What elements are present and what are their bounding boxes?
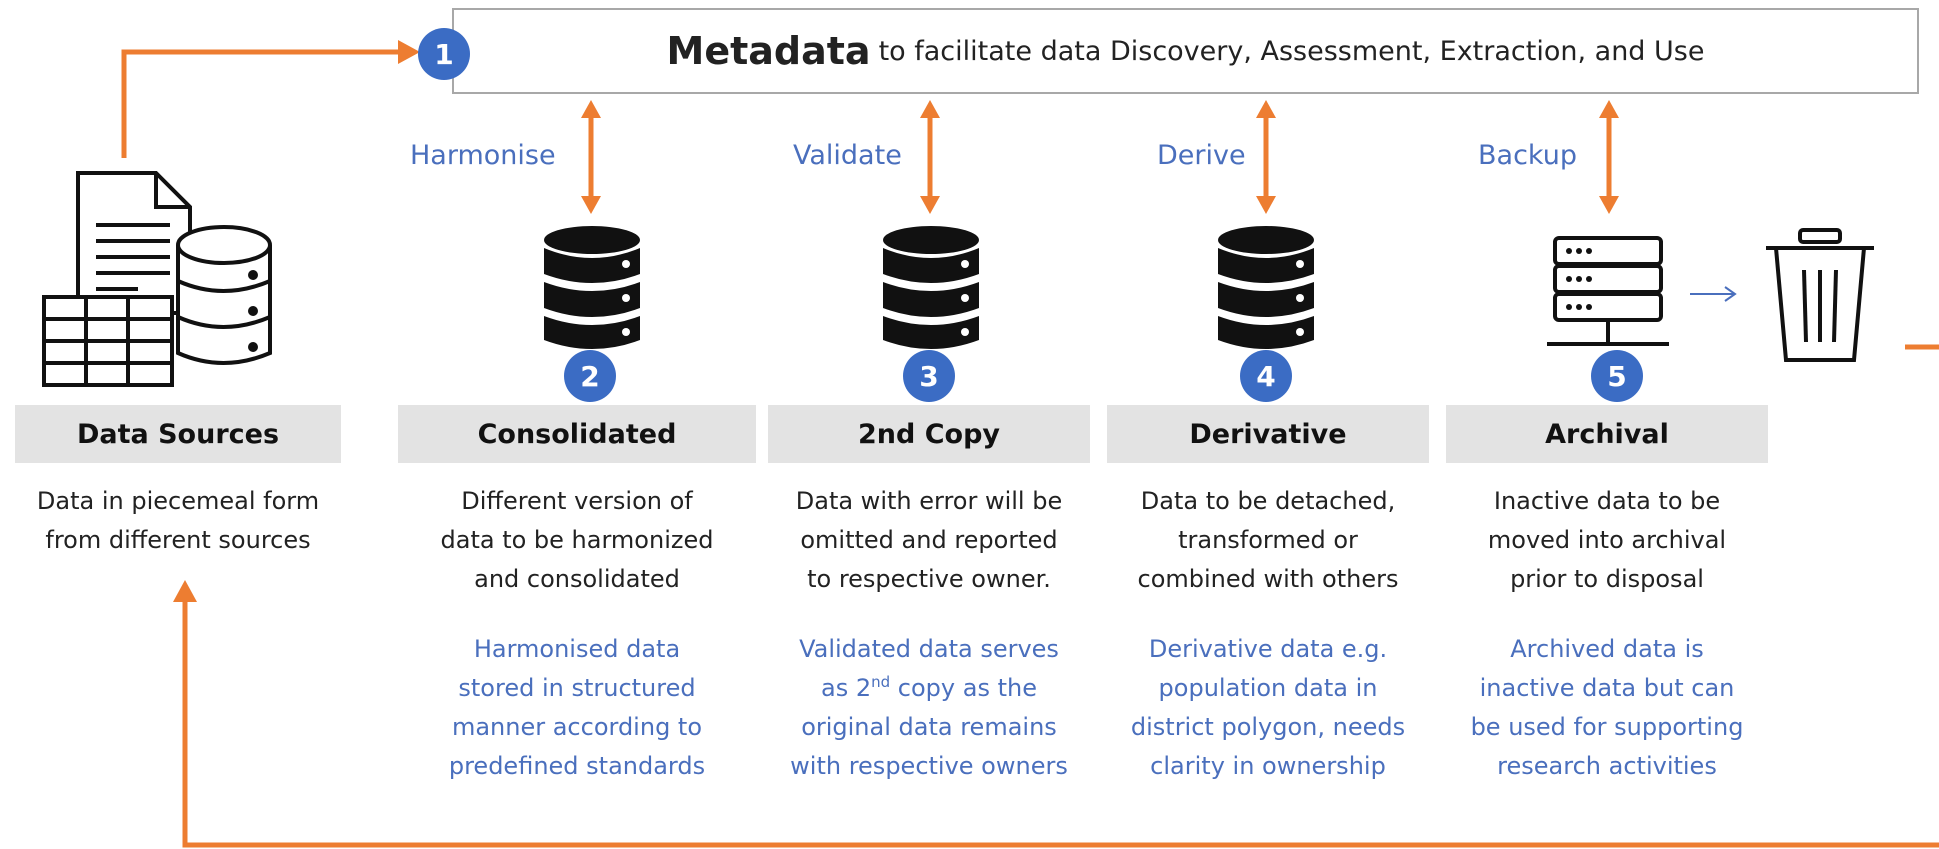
double-arrow-backup xyxy=(1599,100,1619,214)
sources-to-metadata-arrowhead xyxy=(398,40,420,64)
database-icon-derivative xyxy=(1218,226,1314,349)
metadata-subtitle: to facilitate data Discovery, Assessment… xyxy=(878,35,1705,67)
metadata-box: Metadata to facilitate data Discovery, A… xyxy=(452,8,1919,94)
metadata-title: Metadata xyxy=(666,29,871,73)
archival-title: Archival xyxy=(1446,405,1768,463)
data-sources-title: Data Sources xyxy=(15,405,341,463)
data-sources-icon xyxy=(42,171,272,387)
bottom-return-arrowhead xyxy=(173,580,197,602)
database-icon-consolidated xyxy=(544,226,640,349)
derivative-note: Derivative data e.g. population data in … xyxy=(1130,635,1406,780)
double-arrow-validate xyxy=(920,100,940,214)
archival-note: Archived data is inactive data but can b… xyxy=(1470,635,1744,780)
trash-icon xyxy=(1766,228,1874,362)
step-badge-3: 3 xyxy=(903,350,955,402)
archive-to-trash-arrow xyxy=(1690,286,1737,302)
step-badge-4: 4 xyxy=(1240,350,1292,402)
step-badge-5: 5 xyxy=(1591,350,1643,402)
second-copy-desc: Data with error will be omitted and repo… xyxy=(795,487,1063,593)
second-copy-title: 2nd Copy xyxy=(768,405,1090,463)
step-badge-2: 2 xyxy=(564,350,616,402)
server-icon xyxy=(1547,236,1669,346)
consolidated-desc: Different version of data to be harmoniz… xyxy=(440,487,714,593)
double-arrow-harmonise xyxy=(581,100,601,214)
consolidated-note: Harmonised data stored in structured man… xyxy=(448,635,706,780)
derive-label: Derive xyxy=(1157,140,1246,171)
database-icon-2nd-copy xyxy=(883,226,979,349)
derivative-title: Derivative xyxy=(1107,405,1429,463)
harmonise-label: Harmonise xyxy=(410,140,556,171)
derivative-desc: Data to be detached, transformed or comb… xyxy=(1137,487,1399,593)
archival-desc: Inactive data to be moved into archival … xyxy=(1487,487,1727,593)
step-badge-1: 1 xyxy=(418,28,470,80)
sources-to-metadata-arrow xyxy=(121,49,400,158)
bottom-return-path xyxy=(182,600,1939,848)
second-copy-note: Validated data serves as 2nd copy as the… xyxy=(790,635,1068,780)
consolidated-title: Consolidated xyxy=(398,405,756,463)
validate-label: Validate xyxy=(793,140,902,171)
data-sources-desc: Data in piecemeal form from different so… xyxy=(36,487,320,554)
backup-label: Backup xyxy=(1478,140,1577,171)
double-arrow-derive xyxy=(1256,100,1276,214)
